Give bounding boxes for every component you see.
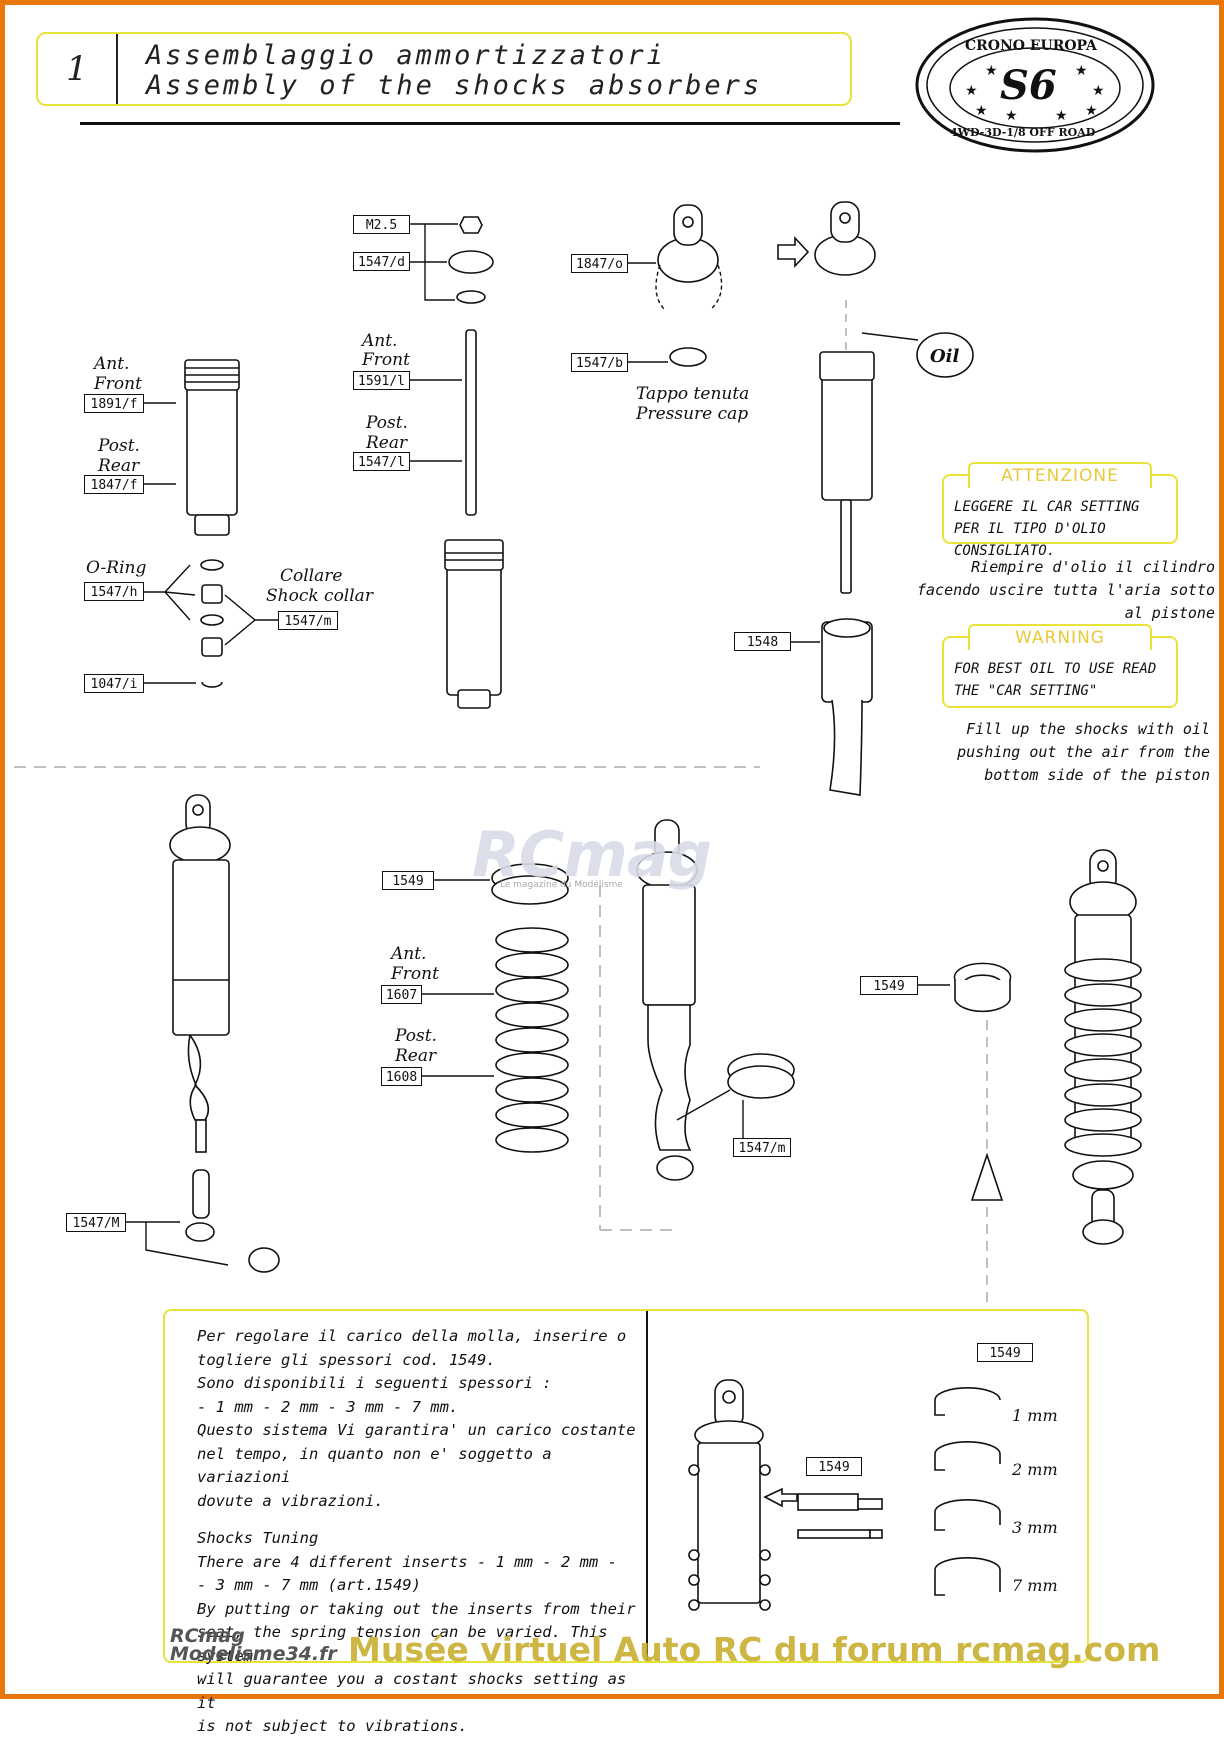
part-code-1891f: 1891/f xyxy=(84,394,144,413)
label-spring-post: Post. xyxy=(395,1026,437,1046)
watermark-rcmag-sub: Le magazine du Modélisme xyxy=(500,880,623,890)
insert-size-1mm: 1 mm xyxy=(1012,1406,1058,1425)
label-post-rear: Post. Rear xyxy=(98,436,140,476)
watermark-footer: Musée virtuel Auto RC du forum rcmag.com xyxy=(348,1630,1161,1669)
warning-heading: WARNING xyxy=(968,624,1152,650)
label-rod-post: Post. xyxy=(366,413,408,433)
watermark-rcmag: RCmag xyxy=(472,818,712,891)
watermark-corner-line1: RCmag xyxy=(170,1625,245,1647)
tuning-en-line: By putting or taking out the inserts fro… xyxy=(197,1599,636,1618)
part-code-1547h: 1547/h xyxy=(84,582,144,601)
tuning-divider xyxy=(646,1311,648,1661)
tuning-it-line: togliere gli spessori cod. 1549. xyxy=(197,1350,496,1369)
svg-text:★: ★ xyxy=(1055,108,1068,124)
svg-text:★: ★ xyxy=(1092,83,1105,99)
svg-text:★: ★ xyxy=(975,103,988,119)
svg-text:★: ★ xyxy=(985,63,998,79)
label-tappo-tenuta: Tappo tenuta xyxy=(636,384,750,404)
part-code-1549-side: 1549 xyxy=(806,1457,862,1476)
title-italian: Assemblaggio ammortizzatori xyxy=(146,40,666,71)
part-code-1548: 1548 xyxy=(734,632,791,651)
tuning-en-line: - 3 mm - 7 mm (art.1549) xyxy=(197,1576,421,1594)
part-code-1591l: 1591/l xyxy=(353,371,410,390)
tuning-it-line: - 1 mm - 2 mm - 3 mm - 7 mm. xyxy=(197,1397,459,1416)
title-box: 1 Assemblaggio ammortizzatori Assembly o… xyxy=(36,32,852,106)
part-code-1847o: 1847/o xyxy=(571,254,628,273)
label-rod-rear: Rear xyxy=(366,433,408,453)
watermark-corner-line2: Modelisme34.fr xyxy=(170,1643,337,1665)
label-spring-rear: Rear xyxy=(395,1046,437,1066)
part-code-1547m-collar: 1547/m xyxy=(733,1138,791,1157)
label-collare: Collare xyxy=(280,566,343,586)
warning-text: FOR BEST OIL TO USE READ THE "CAR SETTIN… xyxy=(954,661,1157,699)
svg-text:★: ★ xyxy=(1075,63,1088,79)
tuning-it-line: nel tempo, in quanto non e' soggetto a v… xyxy=(197,1444,552,1487)
insert-size-2mm: 2 mm xyxy=(1012,1460,1058,1479)
svg-text:★: ★ xyxy=(965,83,978,99)
part-code-1547m: 1547/m xyxy=(278,611,338,630)
logo-center-text: S6 xyxy=(1000,62,1057,109)
svg-text:★: ★ xyxy=(1005,108,1018,124)
part-code-1547M: 1547/M xyxy=(66,1213,126,1232)
svg-text:★: ★ xyxy=(1085,103,1098,119)
part-code-m25: M2.5 xyxy=(353,215,410,234)
attention-text: LEGGERE IL CAR SETTING PER IL TIPO D'OLI… xyxy=(954,499,1140,559)
tuning-it-line: Per regolare il carico della molla, inse… xyxy=(197,1327,627,1345)
label-spring-front: Front xyxy=(391,964,439,984)
insert-size-3mm: 3 mm xyxy=(1012,1518,1058,1537)
page-frame xyxy=(0,0,1224,1699)
fill-instructions-it: Riempire d'olio il cilindro facendo usci… xyxy=(916,558,1215,622)
part-code-1549-insert: 1549 xyxy=(860,976,918,995)
part-code-1047i: 1047/i xyxy=(84,674,144,693)
part-code-1547b: 1547/b xyxy=(571,353,628,372)
step-number: 1 xyxy=(38,34,118,104)
label-ant-front: Ant. Front xyxy=(94,354,142,394)
fill-instructions-en: Fill up the shocks with oil pushing out … xyxy=(957,720,1210,784)
tuning-it-line: Sono disponibili i seguenti spessori : xyxy=(197,1374,552,1392)
part-code-1608: 1608 xyxy=(381,1067,422,1086)
tuning-en-line: There are 4 different inserts - 1 mm - 2… xyxy=(197,1552,617,1571)
technical-drawing: ★★ ★★ ★★ ★★ xyxy=(14,17,1155,1611)
label-rod-front: Front xyxy=(362,350,410,370)
logo-top-text: CRONO EUROPA xyxy=(965,38,1097,54)
attention-box: ATTENZIONE LEGGERE IL CAR SETTING PER IL… xyxy=(942,462,1178,559)
tuning-en-line: seat, the spring tension can be varied. … xyxy=(197,1623,608,1665)
attention-heading: ATTENZIONE xyxy=(968,462,1152,488)
tuning-en-line: is not subject to vibrations. xyxy=(197,1717,468,1735)
tuning-it-line: Questo sistema Vi garantira' un carico c… xyxy=(197,1421,636,1439)
tuning-en-line: will guarantee you a costant shocks sett… xyxy=(197,1670,627,1712)
watermark-corner: RCmag Modelisme34.fr xyxy=(170,1625,337,1665)
part-code-1549-cup: 1549 xyxy=(382,871,434,890)
label-pressure-cap: Pressure cap xyxy=(636,404,749,424)
tuning-en-title: Shocks Tuning xyxy=(197,1529,319,1547)
tuning-box: Per regolare il carico della molla, inse… xyxy=(163,1309,1089,1735)
header-rule xyxy=(80,122,900,125)
part-code-1547d: 1547/d xyxy=(353,252,410,271)
part-code-1847f: 1847/f xyxy=(84,475,144,494)
label-shock-collar: Shock collar xyxy=(266,586,373,606)
part-code-1607: 1607 xyxy=(381,985,422,1004)
tuning-it-line: dovute a vibrazioni. xyxy=(197,1491,384,1510)
tuning-text: Per regolare il carico della molla, inse… xyxy=(197,1325,637,1739)
part-code-1549-top: 1549 xyxy=(977,1343,1033,1362)
part-code-1547l: 1547/l xyxy=(353,452,410,471)
logo-bottom-text: 4WD-3D-1/8 OFF ROAD xyxy=(950,126,1096,139)
label-spring-ant: Ant. xyxy=(391,944,427,964)
title-english: Assembly of the shocks absorbers xyxy=(146,70,763,101)
label-oring: O-Ring xyxy=(86,558,147,578)
insert-size-7mm: 7 mm xyxy=(1012,1576,1058,1595)
brand-logo: ★★ ★★ ★★ ★★ xyxy=(915,17,1155,153)
warning-box: WARNING FOR BEST OIL TO USE READ THE "CA… xyxy=(942,624,1178,708)
label-rod-ant: Ant. xyxy=(362,331,398,351)
oil-can-label: Oil xyxy=(930,346,960,367)
